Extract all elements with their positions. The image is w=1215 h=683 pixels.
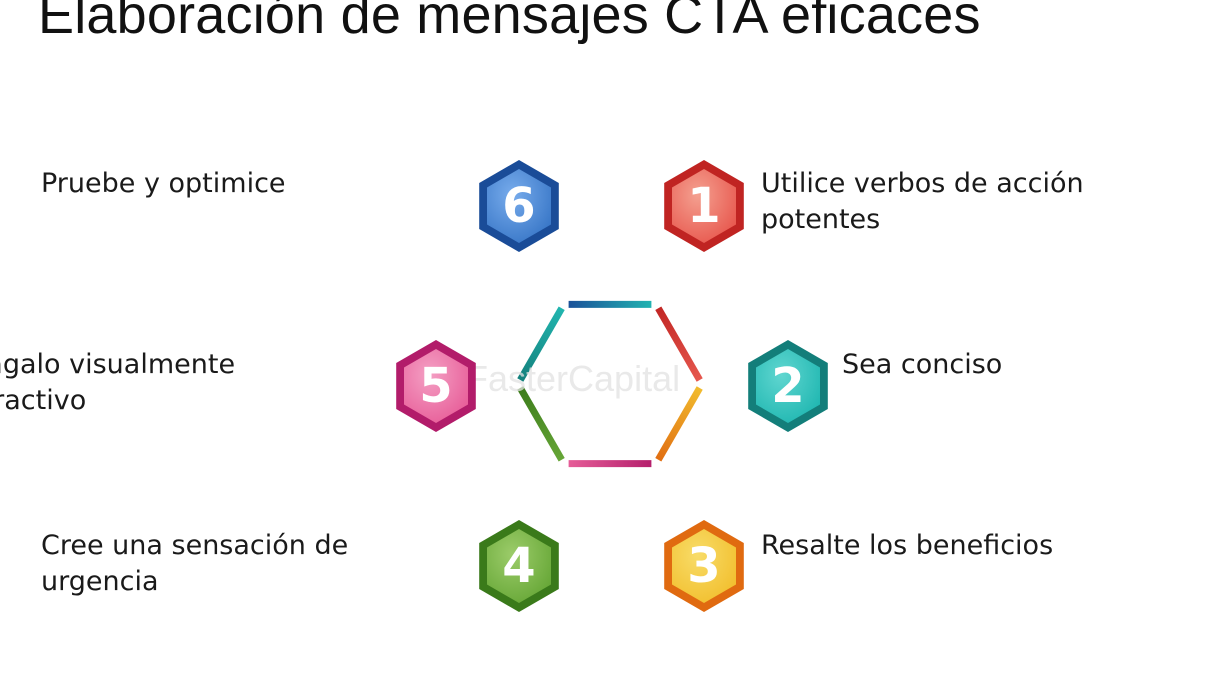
ring-segment [655, 386, 703, 462]
step-4-label: Cree una sensación de urgencia [41, 528, 348, 600]
hexagon-inner [672, 529, 736, 603]
step-1-label: Utilice verbos de acción potentes [761, 166, 1084, 238]
hexagon-inner [404, 349, 468, 423]
hexagon-inner [487, 169, 551, 243]
step-4-label-line-1: Cree una sensación de [41, 530, 349, 561]
step-1-hexagon-icon: 1 [664, 160, 744, 252]
step-1-label-line-1: Utilice verbos de acción [761, 168, 1084, 199]
step-6-label-line-1: Pruebe y optimice [41, 168, 286, 199]
step-2-hexagon-icon: 2 [748, 340, 828, 432]
step-4-label-line-2: urgencia [41, 566, 159, 597]
step-5-hexagon-icon: 5 [396, 340, 476, 432]
step-2-label: Sea conciso [842, 347, 1002, 383]
ring-segment [517, 306, 565, 382]
step-number: 4 [502, 538, 535, 594]
step-2-label-line-1: Sea conciso [842, 349, 1003, 380]
step-number: 5 [419, 358, 452, 414]
step-number: 6 [502, 178, 535, 234]
step-5-label-line-2: atractivo [0, 385, 87, 416]
step-number: 3 [687, 538, 720, 594]
hexagon-inner [487, 529, 551, 603]
step-3-label: Resalte los beneficios [761, 528, 1053, 564]
step-number: 1 [687, 178, 720, 234]
step-number: 2 [771, 358, 804, 414]
hexagon-inner [672, 169, 736, 243]
watermark: FasterCapital [466, 358, 681, 399]
step-6-label: Pruebe y optimice [41, 166, 286, 202]
step-5-label: Hágalo visualmente atractivo [0, 347, 235, 419]
ring-segment [655, 306, 703, 382]
step-4-hexagon-icon: 4 [479, 520, 559, 612]
step-3-label-line-1: Resalte los beneficios [761, 530, 1054, 561]
step-3-hexagon-icon: 3 [664, 520, 744, 612]
page-title: Elaboración de mensajes CTA eficaces [38, 0, 981, 45]
hexagon-inner [756, 349, 820, 423]
ring-segment [517, 386, 565, 462]
step-5-label-line-1: Hágalo visualmente [0, 349, 236, 380]
step-6-hexagon-icon: 6 [479, 160, 559, 252]
step-1-label-line-2: potentes [761, 204, 881, 235]
